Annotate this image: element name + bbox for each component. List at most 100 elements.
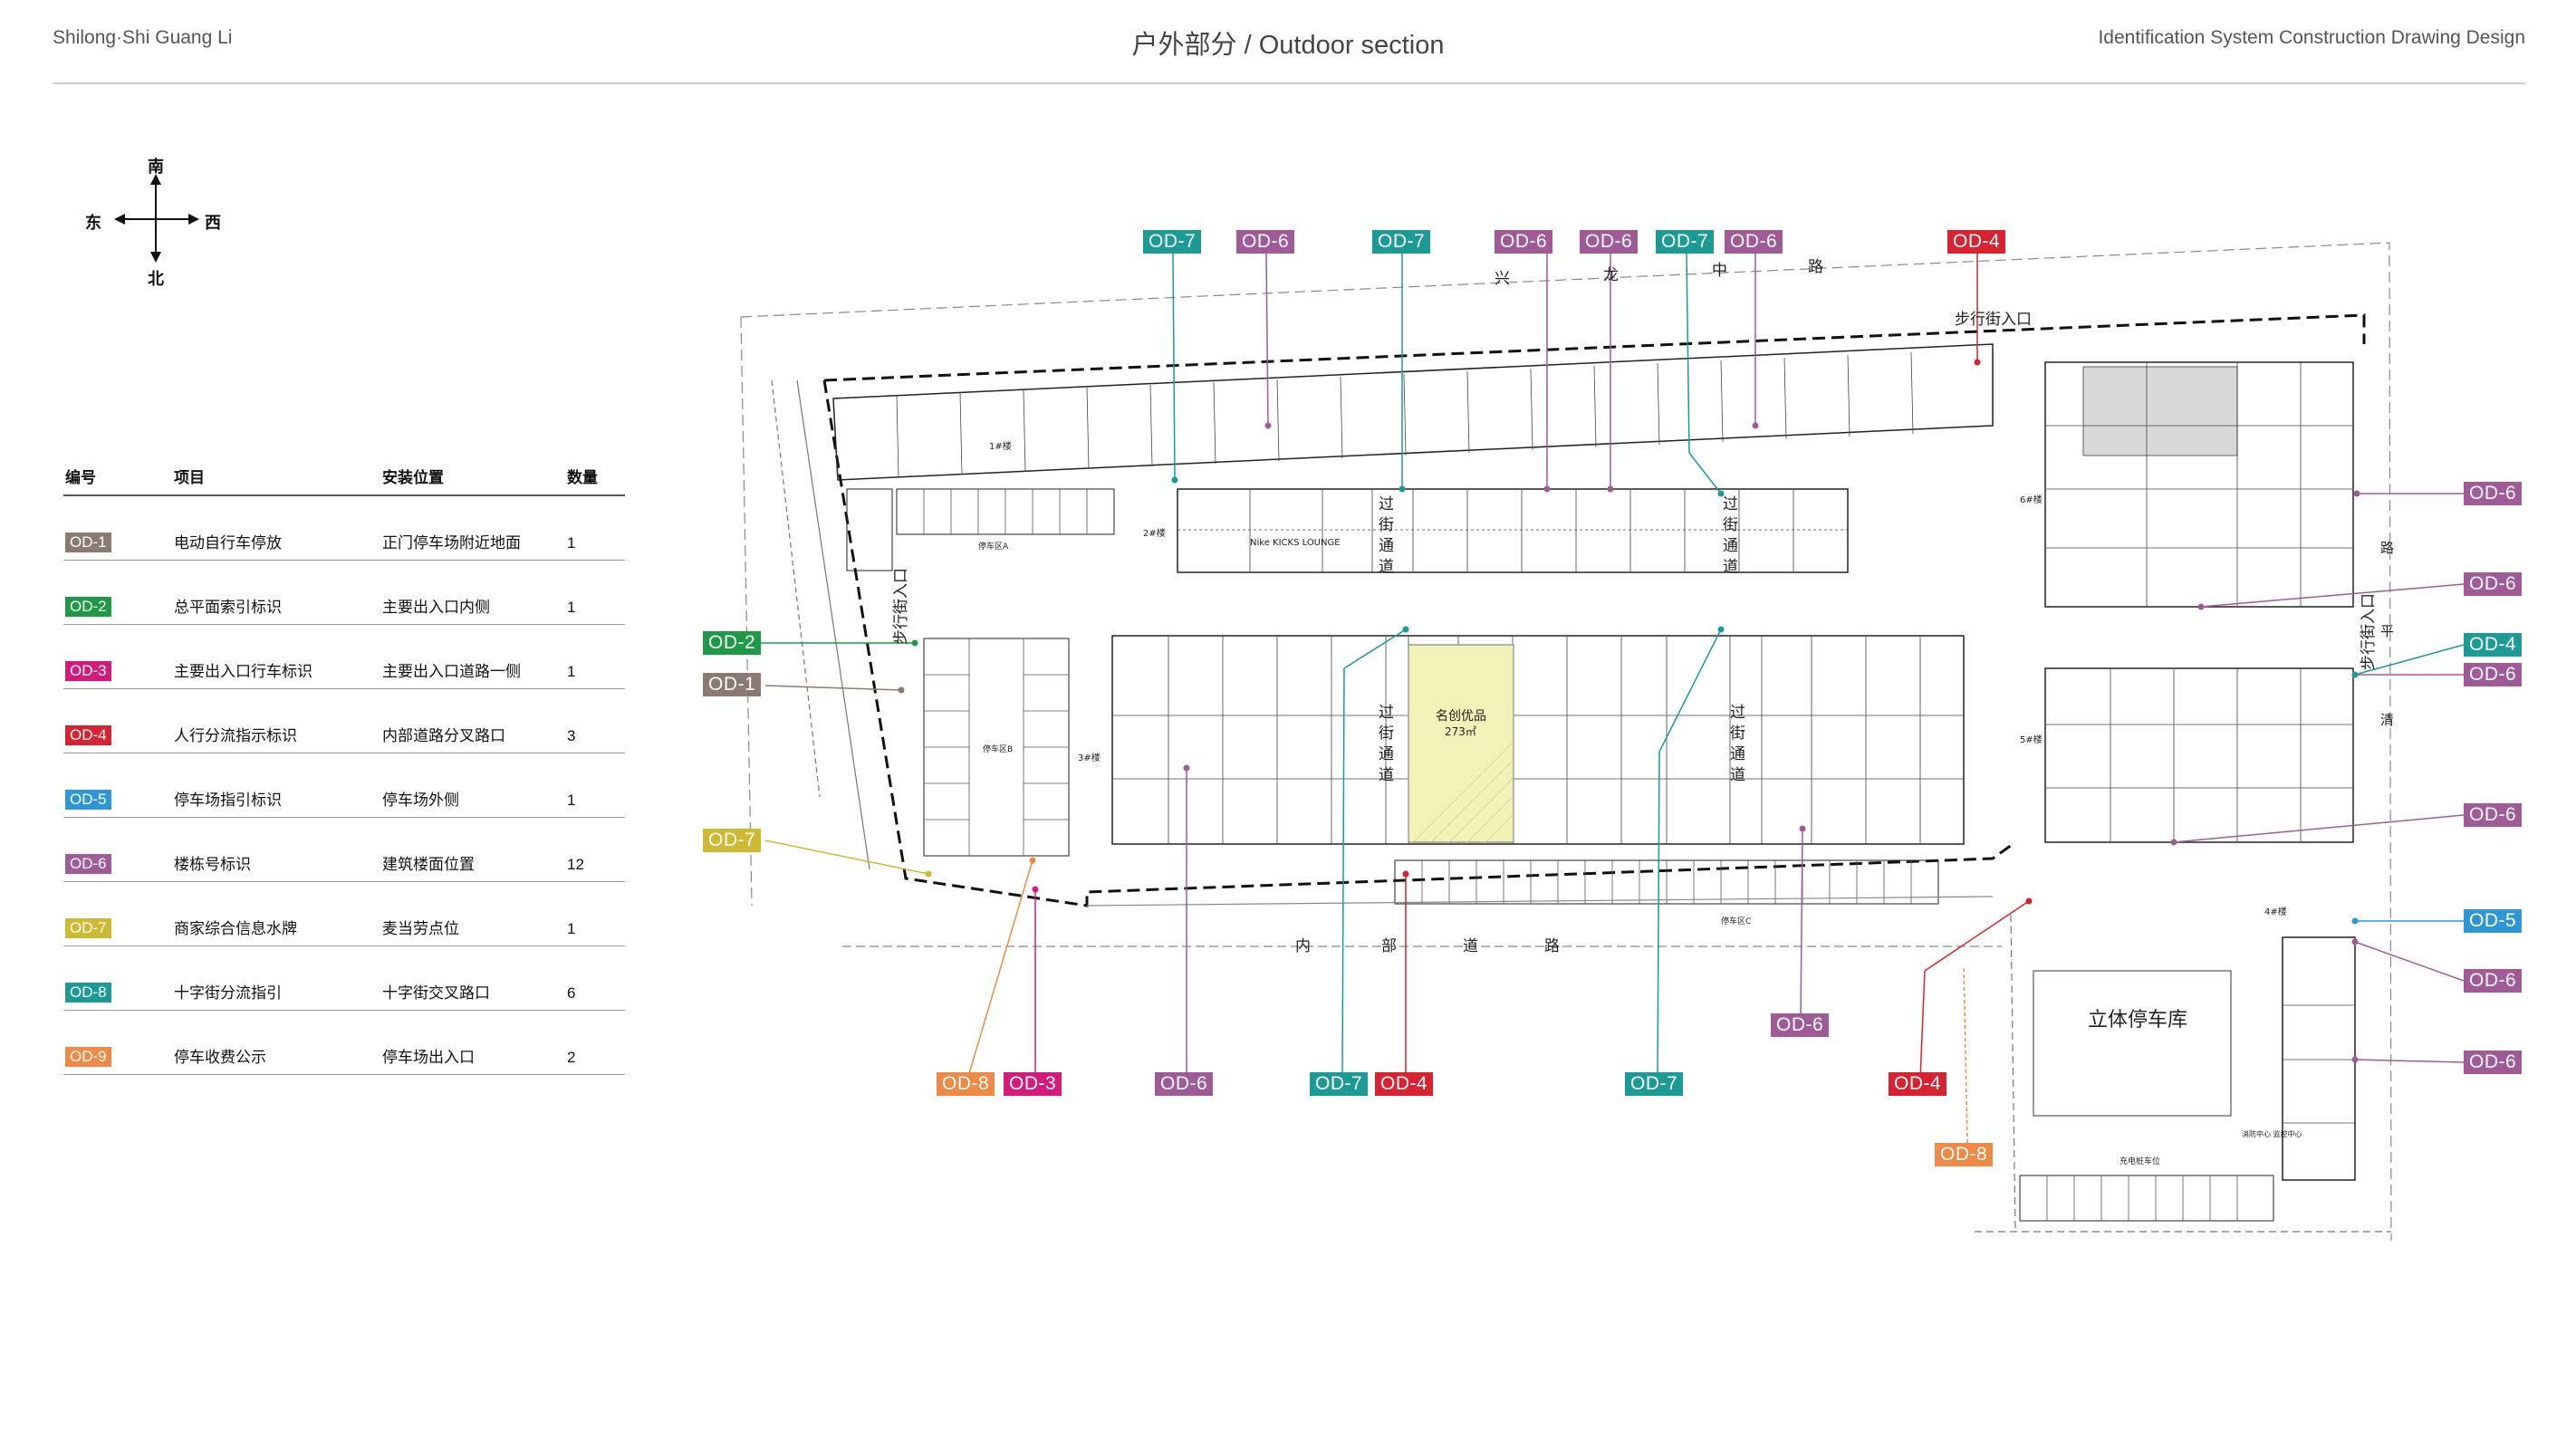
legend-item: 商家综合信息水牌 bbox=[174, 920, 297, 937]
callout-tag[interactable]: OD-7 bbox=[1625, 1072, 1684, 1096]
callout-tag[interactable]: OD-4 bbox=[1889, 1072, 1947, 1096]
crossing-b-3: 通 bbox=[1723, 537, 1738, 555]
compass-rose: 南 北 东 西 bbox=[83, 152, 228, 297]
legend-header-item: 项目 bbox=[174, 469, 205, 486]
shop-name: 名创优品 bbox=[1436, 709, 1486, 724]
callout-tag[interactable]: OD-7 bbox=[703, 829, 762, 852]
callout-tag[interactable]: OD-6 bbox=[1495, 230, 1553, 254]
callout-tag[interactable]: OD-8 bbox=[1935, 1143, 1994, 1166]
crossing-c-3: 通 bbox=[1379, 745, 1394, 763]
callout-tag[interactable]: OD-6 bbox=[1580, 230, 1639, 254]
road-inner-char-4: 路 bbox=[1544, 937, 1560, 955]
callout-tag[interactable]: OD-5 bbox=[2464, 909, 2523, 933]
parking-a-label: 停车区A bbox=[978, 541, 1009, 552]
legend-qty: 1 bbox=[567, 792, 576, 809]
nike-lounge-label: Nike KICKS LOUNGE bbox=[1250, 538, 1341, 548]
legend-code-badge: OD-4 bbox=[65, 725, 111, 745]
legend-qty: 1 bbox=[567, 920, 576, 937]
legend-qty: 2 bbox=[567, 1049, 576, 1066]
callout-tag[interactable]: OD-4 bbox=[1375, 1072, 1434, 1096]
building-4 bbox=[2282, 936, 2356, 1181]
legend-item: 停车收费公示 bbox=[174, 1049, 266, 1066]
legend-qty: 1 bbox=[567, 599, 576, 616]
legend-code-badge: OD-9 bbox=[65, 1047, 111, 1067]
crossing-c-1: 过 bbox=[1379, 704, 1394, 722]
legend-header-qty: 数量 bbox=[567, 469, 598, 486]
building-3 bbox=[1111, 635, 1965, 845]
header-project-name: Shilong·Shi Guang Li bbox=[53, 27, 233, 48]
legend-qty: 1 bbox=[567, 663, 576, 680]
callout-tag[interactable]: OD-6 bbox=[2464, 1051, 2523, 1074]
page-title: 户外部分 / Outdoor section bbox=[1131, 31, 1445, 60]
callout-tag[interactable]: OD-6 bbox=[1155, 1072, 1214, 1096]
callout-tag[interactable]: OD-3 bbox=[1004, 1072, 1062, 1096]
charging-parking-row bbox=[2019, 1175, 2274, 1222]
callout-tag[interactable]: OD-7 bbox=[1656, 230, 1715, 254]
callout-tag[interactable]: OD-7 bbox=[1143, 230, 1202, 254]
legend-header-code: 编号 bbox=[65, 469, 96, 486]
legend-location: 麦当劳点位 bbox=[382, 920, 459, 937]
road-north-char-4: 路 bbox=[1808, 258, 1823, 276]
parking-b-label: 停车区B bbox=[983, 744, 1013, 754]
charging-label: 充电桩车位 bbox=[2119, 1156, 2160, 1166]
crossing-b-4: 道 bbox=[1723, 558, 1738, 576]
legend-code-badge: OD-7 bbox=[65, 918, 111, 938]
legend-item: 停车场指引标识 bbox=[174, 792, 282, 809]
building-3-label: 3#楼 bbox=[1078, 752, 1101, 763]
legend-qty: 3 bbox=[567, 727, 576, 744]
callout-tag[interactable]: OD-1 bbox=[703, 673, 762, 696]
legend-qty: 12 bbox=[567, 856, 584, 873]
road-north-char-2: 龙 bbox=[1603, 266, 1619, 284]
legend-item: 电动自行车停放 bbox=[174, 534, 282, 552]
road-north-char-1: 兴 bbox=[1495, 270, 1510, 288]
right-road-char-2: 平 bbox=[2380, 623, 2394, 639]
building-2-label: 2#楼 bbox=[1143, 527, 1166, 539]
legend-location: 建筑楼面位置 bbox=[382, 856, 475, 873]
crossing-b-2: 街 bbox=[1723, 516, 1738, 534]
callout-tag[interactable]: OD-2 bbox=[703, 631, 762, 655]
leader-dots bbox=[898, 359, 2360, 1063]
callout-tag[interactable]: OD-4 bbox=[2464, 633, 2523, 657]
crossing-a-2: 街 bbox=[1379, 516, 1394, 534]
road-inner-char-1: 内 bbox=[1295, 937, 1311, 955]
crossing-d-2: 街 bbox=[1730, 724, 1745, 743]
header-divider bbox=[53, 82, 2525, 84]
callout-tag[interactable]: OD-6 bbox=[2464, 969, 2523, 993]
callout-tag[interactable]: OD-4 bbox=[1947, 230, 2006, 254]
callout-tag[interactable]: OD-6 bbox=[2464, 572, 2523, 596]
parking-garage-label: 立体停车库 bbox=[2088, 1009, 2187, 1032]
legend-header-row: 编号 项目 安装位置 数量 bbox=[63, 462, 625, 496]
building-5 bbox=[2044, 667, 2354, 843]
legend-item: 总平面索引标识 bbox=[174, 599, 282, 616]
callout-tag[interactable]: OD-7 bbox=[1372, 230, 1431, 254]
callout-tag[interactable]: OD-6 bbox=[1771, 1013, 1830, 1037]
legend-header-location: 安装位置 bbox=[382, 469, 444, 486]
legend-location: 主要出入口内侧 bbox=[382, 599, 490, 616]
parking-c-label: 停车区C bbox=[1721, 916, 1751, 926]
callout-tag[interactable]: OD-8 bbox=[937, 1072, 995, 1096]
legend-item: 楼栋号标识 bbox=[174, 856, 251, 873]
callout-tag[interactable]: OD-6 bbox=[1236, 230, 1295, 254]
callout-tag[interactable]: OD-7 bbox=[1310, 1072, 1369, 1096]
legend-location: 主要出入口道路一侧 bbox=[382, 663, 521, 680]
legend-location: 正门停车场附近地面 bbox=[382, 534, 521, 552]
callout-tag[interactable]: OD-6 bbox=[1725, 230, 1783, 254]
legend-item: 主要出入口行车标识 bbox=[174, 663, 312, 680]
legend-qty: 1 bbox=[567, 534, 576, 552]
legend-code-badge: OD-5 bbox=[65, 790, 111, 810]
pedestrian-entry-top: 步行街入口 bbox=[1955, 311, 2032, 329]
crossing-d-4: 道 bbox=[1730, 766, 1745, 784]
legend-item: 十字街分流指引 bbox=[174, 984, 282, 1002]
crossing-c-2: 街 bbox=[1379, 724, 1394, 743]
miniso-shop-area bbox=[1408, 644, 1514, 843]
callout-tag[interactable]: OD-6 bbox=[2464, 663, 2523, 686]
callout-tag[interactable]: OD-6 bbox=[2464, 803, 2523, 827]
callout-tag[interactable]: OD-6 bbox=[2464, 482, 2523, 505]
